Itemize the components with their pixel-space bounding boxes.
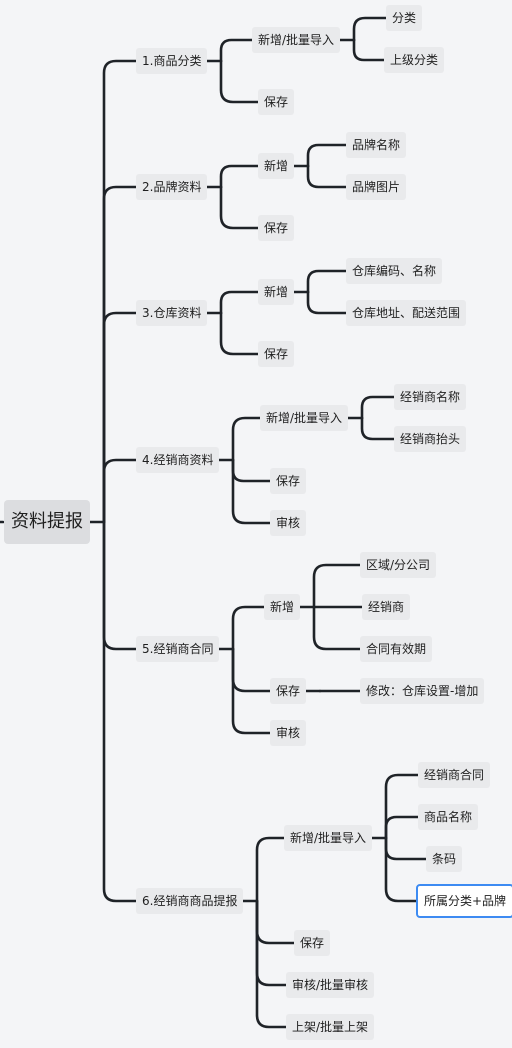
edge-sub-leaf: [312, 605, 362, 651]
edge-branch-sub: [255, 836, 286, 903]
edge-branch-sub: [219, 185, 260, 230]
leaf-node[interactable]: 商品名称: [418, 804, 479, 830]
branch-node[interactable]: 3.仓库资料: [136, 300, 208, 326]
leaf-node[interactable]: 区域/分公司: [360, 552, 437, 578]
leaf-node[interactable]: 经销商: [362, 594, 411, 620]
sub-node[interactable]: 新增/批量导入: [284, 825, 373, 851]
edge-sub-leaf: [384, 773, 420, 840]
branch-node[interactable]: 5.经销商合同: [136, 636, 220, 662]
edge-branch-sub: [231, 458, 272, 525]
leaf-node[interactable]: 合同有效期: [360, 636, 433, 662]
edge-sub-leaf: [384, 815, 420, 840]
leaf-node[interactable]: 上级分类: [384, 47, 445, 73]
sub-node[interactable]: 保存: [258, 89, 295, 115]
sub-node[interactable]: 保存: [258, 341, 295, 367]
edge-branch-sub: [231, 458, 272, 483]
leaf-node[interactable]: 分类: [386, 5, 423, 31]
edge-branch-sub: [231, 416, 262, 462]
edge-sub-leaf: [312, 563, 362, 609]
edge-root-branch: [102, 458, 138, 524]
edge-sub-leaf: [384, 836, 418, 903]
edge-sub-leaf: [352, 16, 388, 42]
edge-root-branch: [102, 59, 138, 524]
branch-node[interactable]: 4.经销商资料: [136, 447, 220, 473]
edge-sub-leaf: [306, 269, 348, 294]
edge-branch-sub: [219, 311, 260, 356]
root-node[interactable]: 资料提报: [4, 500, 90, 544]
edge-sub-leaf: [360, 416, 396, 441]
sub-node[interactable]: 上架/批量上架: [286, 1014, 375, 1040]
edge-root-branch: [102, 520, 138, 651]
leaf-node[interactable]: 品牌图片: [346, 174, 407, 200]
leaf-node[interactable]: 仓库编码、名称: [346, 258, 443, 284]
edge-branch-sub: [255, 899, 296, 945]
leaf-node[interactable]: 仓库地址、配送范围: [346, 300, 467, 326]
leaf-node[interactable]: 经销商合同: [418, 762, 491, 788]
leaf-node[interactable]: 条码: [426, 846, 463, 872]
sub-node[interactable]: 新增: [264, 594, 301, 620]
edge-branch-sub: [219, 164, 260, 189]
sub-node[interactable]: 新增/批量导入: [252, 27, 341, 53]
leaf-node[interactable]: 经销商抬头: [394, 426, 467, 452]
leaf-node-selected[interactable]: 所属分类+品牌: [416, 884, 512, 918]
sub-node[interactable]: 保存: [270, 678, 307, 704]
edge-sub-leaf: [306, 143, 348, 168]
sub-node[interactable]: 保存: [294, 930, 331, 956]
sub-node[interactable]: 新增: [258, 279, 295, 305]
edge-sub-leaf: [306, 164, 348, 189]
edge-branch-sub: [219, 290, 260, 315]
branch-node[interactable]: 6.经销商商品提报: [136, 888, 244, 914]
sub-node[interactable]: 新增: [258, 153, 295, 179]
edge-branch-sub: [231, 605, 266, 651]
edge-sub-leaf: [384, 836, 428, 861]
branch-node[interactable]: 2.品牌资料: [136, 174, 208, 200]
sub-node[interactable]: 审核: [270, 510, 307, 536]
leaf-node[interactable]: 品牌名称: [346, 132, 407, 158]
leaf-node[interactable]: 修改：仓库设置-增加: [360, 678, 485, 704]
edge-sub-leaf: [352, 38, 386, 62]
sub-node[interactable]: 审核/批量审核: [286, 972, 375, 998]
sub-node[interactable]: 保存: [270, 468, 307, 494]
edge-branch-sub: [231, 647, 272, 735]
leaf-node[interactable]: 经销商名称: [394, 384, 467, 410]
branch-node[interactable]: 1.商品分类: [136, 48, 208, 74]
edge-root-branch: [102, 520, 138, 903]
edge-branch-sub: [255, 899, 288, 1029]
sub-node[interactable]: 保存: [258, 215, 295, 241]
sub-node[interactable]: 审核: [270, 720, 307, 746]
edge-branch-sub: [231, 647, 272, 693]
edge-sub-leaf: [306, 290, 348, 315]
sub-node[interactable]: 新增/批量导入: [260, 405, 349, 431]
edge-sub-leaf: [360, 395, 396, 420]
edge-branch-sub: [219, 38, 254, 63]
edge-root-branch: [102, 185, 138, 524]
edge-branch-sub: [219, 59, 260, 104]
edge-root-branch: [102, 311, 138, 524]
